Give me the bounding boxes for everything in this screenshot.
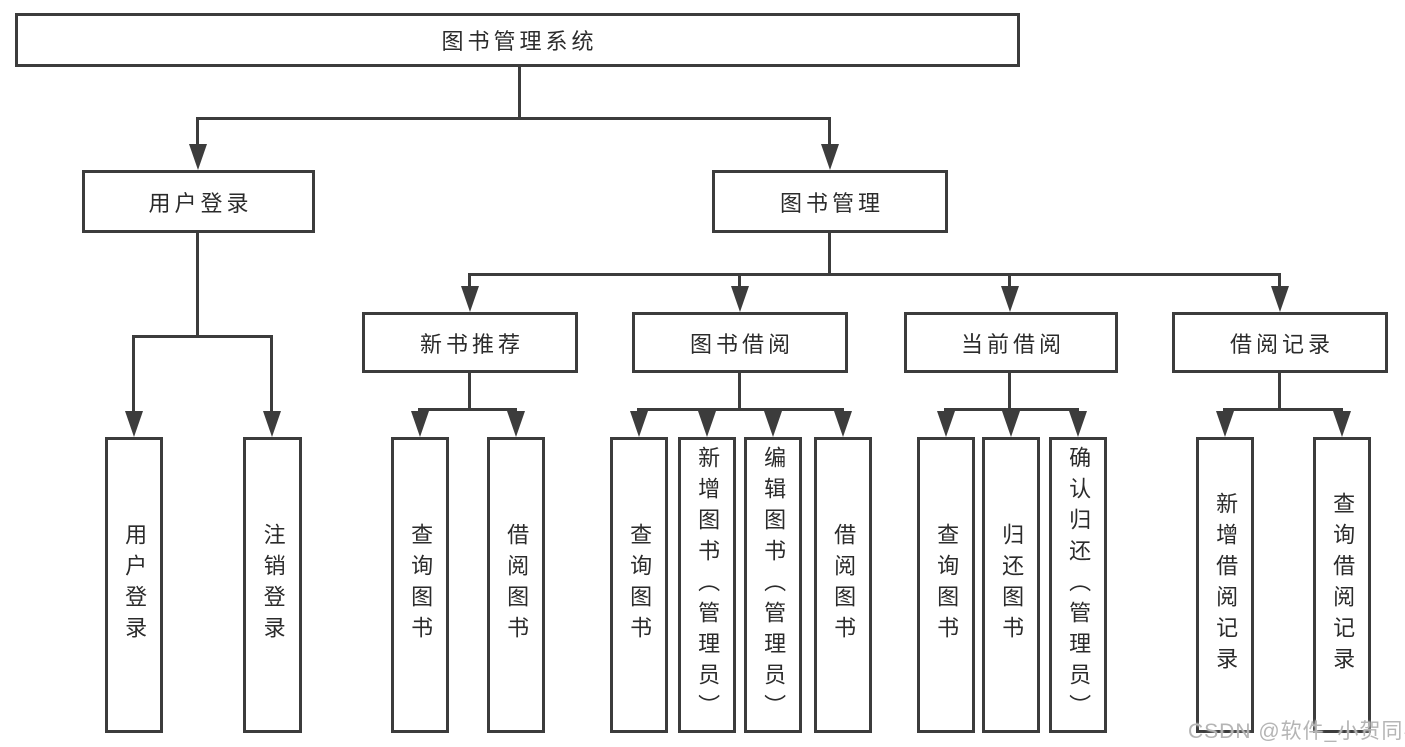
leaf-borrow-book-2: 借阅图书	[814, 437, 872, 733]
node-new-book-recommend: 新书推荐	[362, 312, 578, 373]
connector-line	[738, 373, 741, 411]
connector-line	[828, 233, 831, 276]
node-current-borrow: 当前借阅	[904, 312, 1118, 373]
arrow-down-icon	[263, 411, 281, 437]
connector-line	[132, 335, 273, 338]
arrow-down-icon	[764, 411, 782, 437]
arrow-down-icon	[189, 144, 207, 170]
leaf-query-book-3: 查询图书	[917, 437, 975, 733]
leaf-edit-book-admin: 编辑图书（管理员）	[744, 437, 802, 733]
node-borrow-record: 借阅记录	[1172, 312, 1388, 373]
arrow-down-icon	[411, 411, 429, 437]
connector-line	[1008, 273, 1011, 290]
arrow-down-icon	[1001, 286, 1019, 312]
connector-line	[518, 67, 521, 117]
leaf-label: 归还图书	[999, 523, 1025, 647]
connector-line	[468, 273, 471, 290]
arrow-down-icon	[937, 411, 955, 437]
arrow-down-icon	[1069, 411, 1087, 437]
connector-line	[1008, 373, 1011, 411]
arrow-down-icon	[834, 411, 852, 437]
arrow-down-icon	[125, 411, 143, 437]
leaf-query-book-1: 查询图书	[391, 437, 449, 733]
leaf-label: 查询图书	[408, 523, 434, 647]
connector-line	[468, 373, 471, 411]
leaf-label: 查询借阅记录	[1330, 492, 1356, 678]
arrow-down-icon	[698, 411, 716, 437]
connector-line	[828, 117, 831, 148]
leaf-label: 新增图书（管理员）	[695, 445, 721, 725]
leaf-confirm-return-admin: 确认归还（管理员）	[1049, 437, 1107, 733]
leaf-label: 借阅图书	[504, 523, 530, 647]
leaf-query-book-2: 查询图书	[610, 437, 668, 733]
arrow-down-icon	[1333, 411, 1351, 437]
connector-line	[1278, 273, 1281, 290]
arrow-down-icon	[731, 286, 749, 312]
connector-line	[1278, 373, 1281, 411]
node-book-borrow: 图书借阅	[632, 312, 848, 373]
node-root: 图书管理系统	[15, 13, 1020, 67]
leaf-label: 查询图书	[627, 523, 653, 647]
connector-line	[196, 233, 199, 338]
leaf-label: 新增借阅记录	[1213, 492, 1239, 678]
leaf-label: 用户登录	[122, 523, 148, 647]
connector-line	[196, 117, 199, 148]
connector-line	[132, 335, 135, 414]
arrow-down-icon	[507, 411, 525, 437]
arrow-down-icon	[1002, 411, 1020, 437]
connector-line	[944, 408, 1079, 411]
leaf-label: 注销登录	[260, 523, 286, 647]
connector-line	[637, 408, 844, 411]
connector-line	[418, 408, 517, 411]
leaf-label: 编辑图书（管理员）	[761, 445, 787, 725]
leaf-add-borrow-record: 新增借阅记录	[1196, 437, 1254, 733]
leaf-borrow-book-1: 借阅图书	[487, 437, 545, 733]
leaf-user-login: 用户登录	[105, 437, 163, 733]
watermark: CSDN @软件_小贺同学	[1188, 720, 1405, 743]
arrow-down-icon	[821, 144, 839, 170]
leaf-logout: 注销登录	[243, 437, 302, 733]
arrow-down-icon	[461, 286, 479, 312]
arrow-down-icon	[630, 411, 648, 437]
leaf-label: 借阅图书	[831, 523, 857, 647]
arrow-down-icon	[1271, 286, 1289, 312]
connector-line	[196, 117, 831, 120]
leaf-add-book-admin: 新增图书（管理员）	[678, 437, 736, 733]
leaf-label: 确认归还（管理员）	[1066, 445, 1092, 725]
node-book-management: 图书管理	[712, 170, 948, 233]
arrow-down-icon	[1216, 411, 1234, 437]
connector-line	[468, 273, 1281, 276]
leaf-query-borrow-record: 查询借阅记录	[1313, 437, 1371, 733]
node-user-login: 用户登录	[82, 170, 315, 233]
leaf-return-book: 归还图书	[982, 437, 1040, 733]
leaf-label: 查询图书	[934, 523, 960, 647]
connector-line	[270, 335, 273, 414]
connector-line	[738, 273, 741, 290]
connector-line	[1223, 408, 1343, 411]
